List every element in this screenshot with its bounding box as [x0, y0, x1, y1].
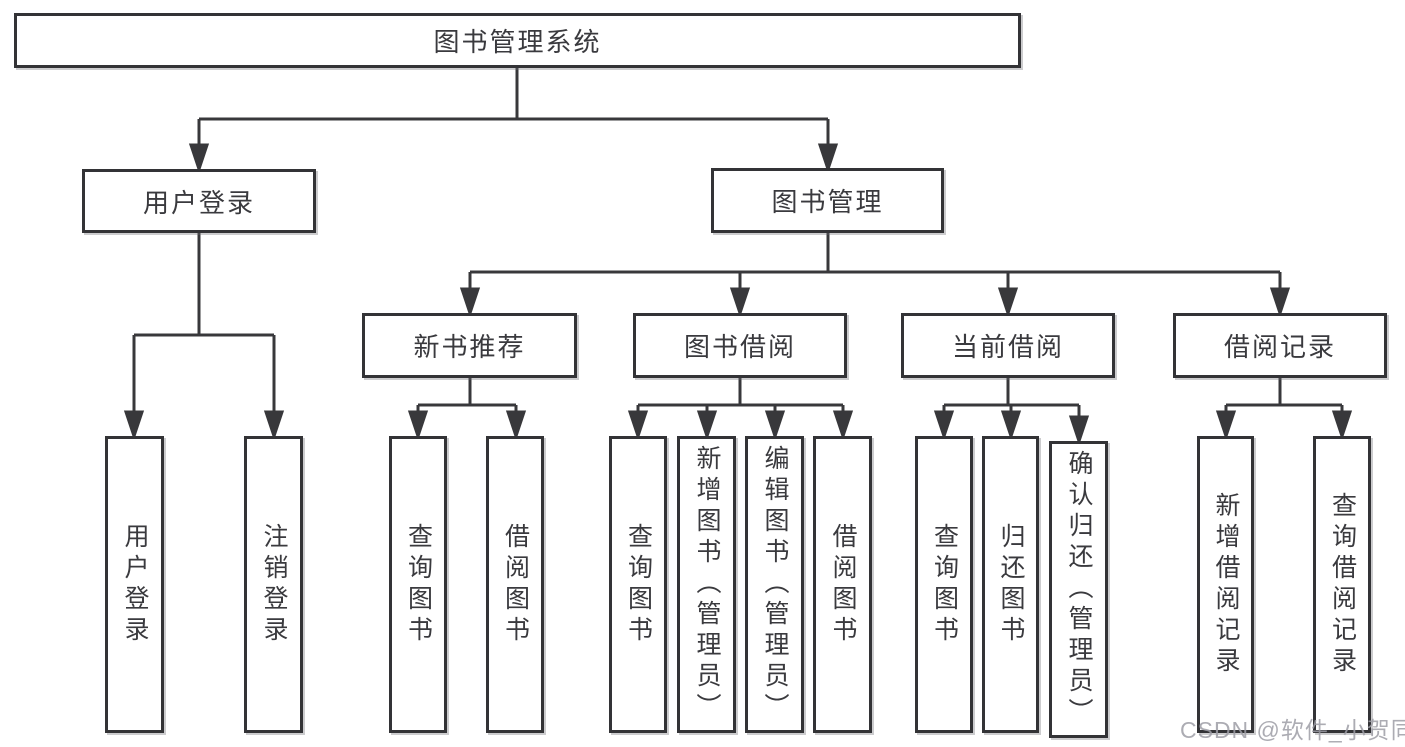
connector-current-borrow-children: [933, 378, 1090, 446]
leaf-confirm-return-admin-label: 确认归还（管理员）: [1065, 450, 1093, 729]
node-book-borrowing: 图书借阅: [633, 313, 847, 378]
leaf-query-borrow-record: 查询借阅记录: [1313, 436, 1371, 733]
leaf-add-borrow-record-label: 新增借阅记录: [1212, 491, 1240, 678]
connector-user-login-children: [123, 233, 285, 441]
node-user-login: 用户登录: [82, 169, 316, 233]
node-new-book-recommend-label: 新书推荐: [413, 332, 526, 362]
leaf-logout-label: 注销登录: [260, 522, 288, 647]
node-borrow-records-label: 借阅记录: [1223, 332, 1336, 362]
leaf-query-borrow-record-label: 查询借阅记录: [1328, 491, 1357, 678]
leaf-return-books-label: 归还图书: [997, 522, 1025, 647]
csdn-watermark: CSDN @软件_小贺同学: [1180, 717, 1405, 743]
leaf-query-books-current: 查询图书: [915, 436, 973, 733]
leaf-query-books-recommend-label: 查询图书: [404, 522, 433, 647]
node-borrow-records: 借阅记录: [1173, 313, 1387, 378]
leaf-confirm-return-admin: 确认归还（管理员）: [1049, 441, 1108, 738]
leaf-borrow-books-recommend-label: 借阅图书: [501, 522, 530, 647]
leaf-add-borrow-record: 新增借阅记录: [1197, 436, 1254, 733]
node-current-borrowing-label: 当前借阅: [951, 332, 1064, 362]
leaf-query-books-current-label: 查询图书: [930, 522, 959, 647]
leaf-query-books-borrowing: 查询图书: [609, 436, 667, 733]
leaf-user-login: 用户登录: [105, 436, 164, 733]
leaf-user-login-label: 用户登录: [121, 522, 149, 647]
node-library-system-label: 图书管理系统: [433, 27, 602, 57]
node-book-management: 图书管理: [711, 168, 944, 233]
connector-new-book-children: [407, 378, 527, 441]
node-current-borrowing: 当前借阅: [901, 313, 1115, 378]
connector-book-borrow-children: [627, 378, 854, 441]
connector-borrow-records-children: [1215, 378, 1353, 441]
connector-book-mgmt-to-level3: [459, 233, 1291, 318]
leaf-borrow-books-borrowing: 借阅图书: [813, 436, 872, 733]
leaf-query-books-recommend: 查询图书: [389, 436, 447, 733]
leaf-logout: 注销登录: [244, 436, 303, 733]
node-library-system: 图书管理系统: [14, 13, 1021, 68]
node-new-book-recommend: 新书推荐: [362, 313, 577, 378]
node-book-management-label: 图书管理: [771, 187, 884, 217]
leaf-borrow-books-recommend: 借阅图书: [486, 436, 544, 733]
connector-root-to-level2: [188, 68, 839, 174]
leaf-edit-books-admin: 编辑图书（管理员）: [745, 436, 804, 733]
node-book-borrowing-label: 图书借阅: [683, 332, 796, 362]
leaf-add-books-admin-label: 新增图书（管理员）: [693, 445, 721, 724]
leaf-return-books: 归还图书: [982, 436, 1039, 733]
leaf-edit-books-admin-label: 编辑图书（管理员）: [761, 445, 789, 724]
node-user-login-label: 用户登录: [142, 187, 255, 218]
leaf-borrow-books-borrowing-label: 借阅图书: [829, 522, 857, 647]
leaf-query-books-borrowing-label: 查询图书: [624, 522, 653, 647]
leaf-add-books-admin: 新增图书（管理员）: [677, 436, 736, 733]
